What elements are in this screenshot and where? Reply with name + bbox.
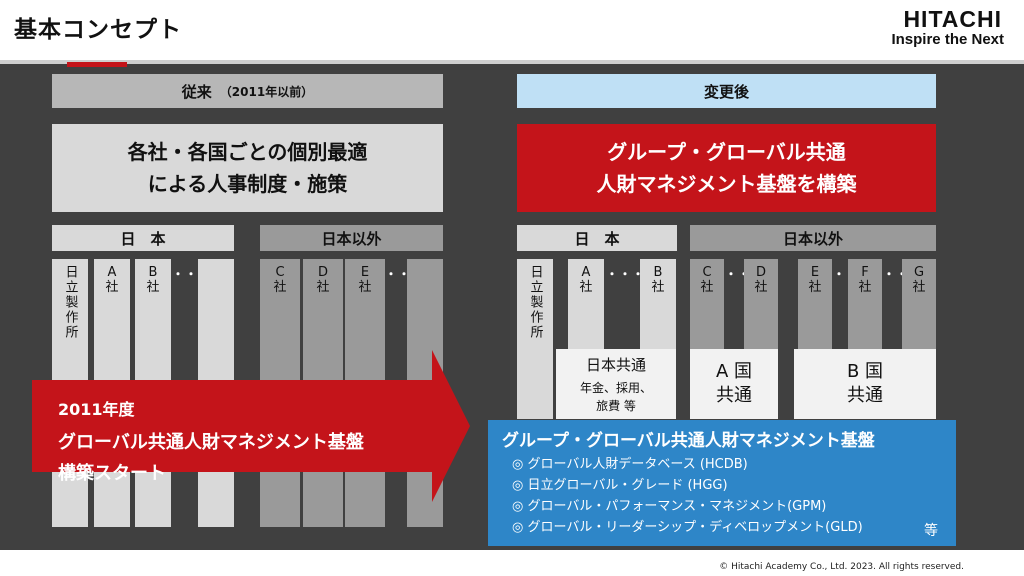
- left-hitachi-label: 日立製作所: [62, 265, 78, 340]
- col-letter: B: [653, 265, 663, 280]
- arrow-line2: 構築スタート: [58, 463, 166, 484]
- arrow-shape: [32, 350, 470, 502]
- transition-arrow: [32, 350, 470, 502]
- col-suffix: 社: [700, 280, 714, 295]
- right-hitachi-label: 日立製作所: [527, 265, 543, 340]
- platform-etc: 等: [924, 523, 938, 539]
- col-letter: A: [581, 265, 591, 280]
- a-common-line1: A 国: [715, 361, 753, 382]
- a-common-line2: 共通: [716, 385, 752, 406]
- b-common-line1: B 国: [846, 361, 884, 382]
- japan-common-items1: 年金、採用、: [579, 380, 652, 395]
- japan-common-title: 日本共通: [585, 355, 646, 374]
- col-suffix: 社: [651, 280, 665, 295]
- right-desc-line1: グループ・グローバル共通: [607, 140, 846, 164]
- ellipsis: ・・: [883, 267, 910, 281]
- left-desc-line2: による人事制度・施策: [147, 172, 348, 196]
- right-col-hitachi: 日立製作所: [517, 259, 553, 419]
- b-country-common-box: B 国 共通: [794, 349, 936, 419]
- platform-title: グループ・グローバル共通人財マネジメント基盤: [502, 431, 875, 451]
- platform-item: ◎ 日立グローバル・グレード (HGG): [512, 478, 728, 493]
- ellipsis: ・・: [725, 267, 752, 281]
- col-suffix: 社: [579, 280, 593, 295]
- platform-item: ◎ グローバル・パフォーマンス・マネジメント(GPM): [512, 499, 827, 514]
- right-header: 変更後: [517, 74, 936, 108]
- col-suffix: 社: [105, 280, 119, 295]
- col-letter: C: [702, 265, 712, 280]
- right-overseas-label: 日本以外: [690, 225, 936, 251]
- col-letter: D: [755, 265, 766, 280]
- left-header-main: 従来: [181, 82, 212, 101]
- left-japan-label: 日 本: [52, 225, 234, 251]
- col-letter: D: [317, 265, 328, 280]
- left-desc-line1: 各社・各国ごとの個別最適: [127, 140, 368, 164]
- arrow-line1: グローバル共通人財マネジメント基盤: [58, 432, 364, 453]
- platform-item: ◎ グローバル人財データベース (HCDB): [512, 457, 748, 472]
- col-suffix: 社: [358, 280, 372, 295]
- accent-bar: [67, 62, 127, 67]
- col-letter: G: [913, 265, 925, 280]
- col-letter: E: [360, 265, 370, 280]
- divider: [0, 60, 1024, 64]
- hitachi-tagline: Inspire the Next: [891, 31, 1004, 48]
- left-header: 従来 （2011年以前）: [52, 74, 443, 108]
- left-header-sub: （2011年以前）: [219, 84, 314, 99]
- right-description-box: グループ・グローバル共通 人財マネジメント基盤を構築: [517, 124, 936, 212]
- copyright: © Hitachi Academy Co., Ltd. 2023. All ri…: [719, 562, 964, 572]
- b-common-line2: 共通: [847, 385, 883, 406]
- platform-item: ◎ グローバル・リーダーシップ・ディベロップメント(GLD): [512, 520, 863, 535]
- col-letter: E: [810, 265, 820, 280]
- col-suffix: 社: [146, 280, 160, 295]
- col-letter: A: [107, 265, 117, 280]
- japan-common-box: 日本共通 年金、採用、 旅費 等: [556, 349, 676, 419]
- col-suffix: 社: [808, 280, 822, 295]
- col-letter: F: [861, 265, 869, 280]
- arrow-year: 2011年度: [58, 400, 135, 419]
- a-country-common-box: A 国 共通: [690, 349, 778, 419]
- slide-title: 基本コンセプト: [14, 17, 182, 43]
- col-letter: B: [148, 265, 158, 280]
- right-desc-line2: 人財マネジメント基盤を構築: [596, 172, 857, 196]
- platform-box: グループ・グローバル共通人財マネジメント基盤 ◎ グローバル人財データベース (…: [488, 420, 956, 546]
- col-suffix: 社: [912, 280, 926, 295]
- left-overseas-label: 日本以外: [260, 225, 443, 251]
- right-japan-label: 日 本: [517, 225, 677, 251]
- left-description-box: 各社・各国ごとの個別最適 による人事制度・施策: [52, 124, 443, 212]
- col-letter: C: [275, 265, 285, 280]
- col-suffix: 社: [273, 280, 287, 295]
- hitachi-logo: HITACHI: [903, 6, 1002, 32]
- japan-common-items2: 旅費 等: [596, 398, 636, 413]
- col-suffix: 社: [754, 280, 768, 295]
- col-suffix: 社: [858, 280, 872, 295]
- col-suffix: 社: [316, 280, 330, 295]
